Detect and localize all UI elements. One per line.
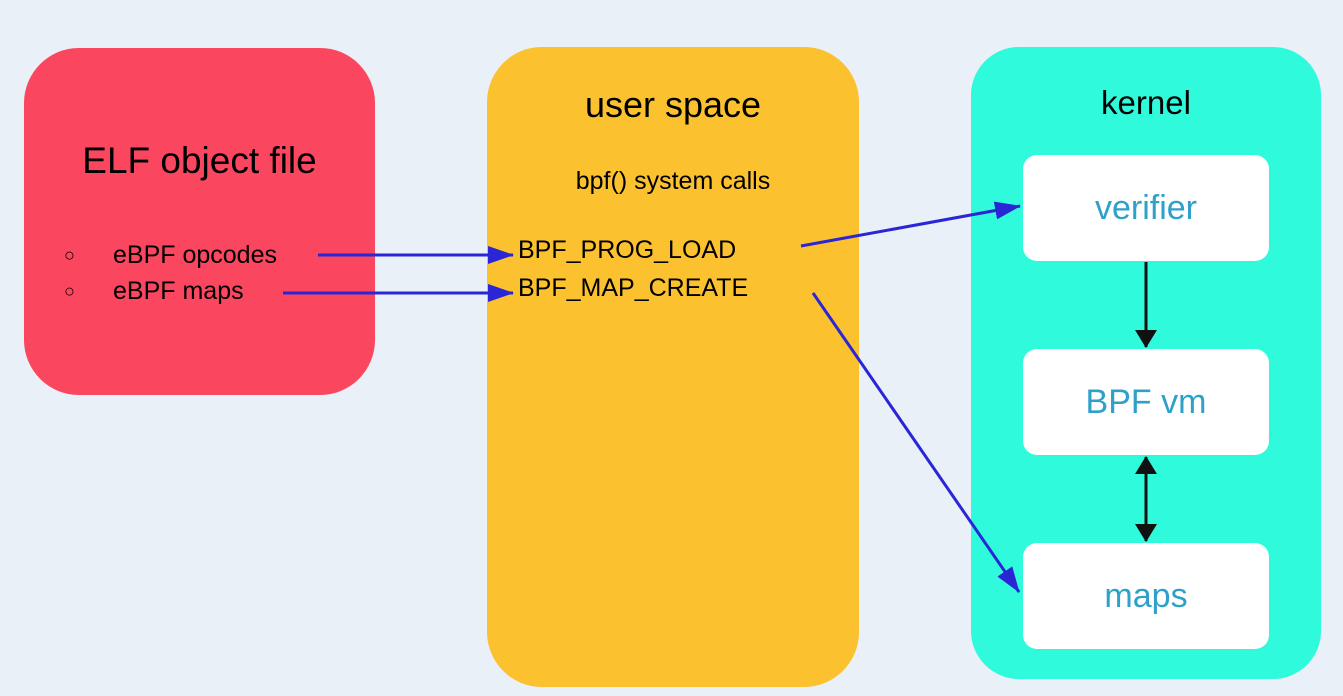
bpf-map-create-label: BPF_MAP_CREATE [518, 274, 749, 302]
bpf-vm-box: BPF vm [1023, 349, 1269, 455]
system-calls-subtitle: bpf() system calls [575, 167, 771, 195]
elf-contents-list: ○ eBPF opcodes ○ eBPF maps [64, 237, 277, 309]
list-item-ebpf-maps: ○ eBPF maps [64, 273, 277, 309]
circle-bullet-icon: ○ [64, 281, 75, 301]
maps-box: maps [1023, 543, 1269, 649]
ebpf-maps-label: eBPF maps [113, 277, 244, 305]
circle-bullet-icon: ○ [64, 245, 75, 265]
bpf-prog-load-label: BPF_PROG_LOAD [518, 236, 737, 264]
ebpf-opcodes-label: eBPF opcodes [113, 241, 277, 269]
verifier-box: verifier [1023, 155, 1269, 261]
list-item-ebpf-opcodes: ○ eBPF opcodes [64, 237, 277, 273]
elf-object-file-box: ELF object file ○ eBPF opcodes ○ eBPF maps [24, 48, 375, 395]
user-space-title: user space [584, 84, 762, 125]
kernel-box: kernel verifier BPF vm maps [971, 47, 1321, 679]
user-space-box: user space bpf() system calls BPF_PROG_L… [487, 47, 859, 687]
kernel-title: kernel [1101, 84, 1191, 121]
elf-title: ELF object file [82, 140, 317, 181]
